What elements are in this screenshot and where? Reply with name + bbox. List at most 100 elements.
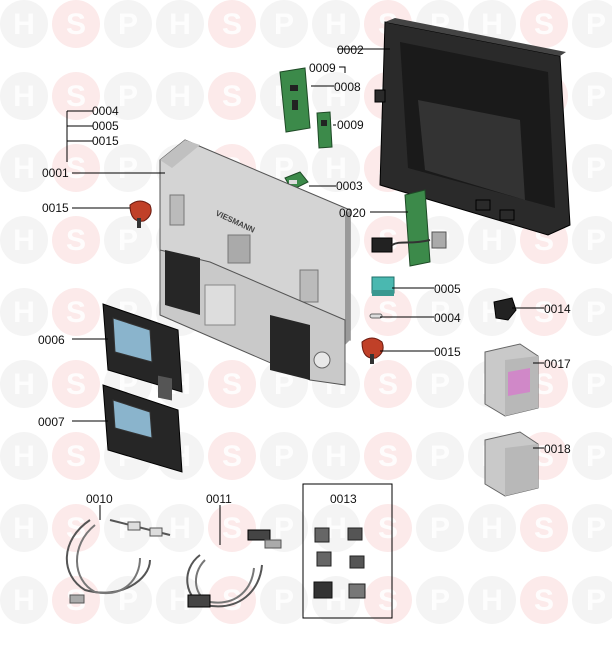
watermark-circle [260, 0, 308, 48]
watermark-circle [312, 72, 360, 120]
callout-0013[interactable]: 0013 [330, 492, 357, 506]
callout-0009[interactable]: 0009 [337, 118, 364, 132]
watermark-letter: S [534, 512, 554, 545]
part-0010-cable-harness[interactable] [65, 519, 171, 604]
callout-0014[interactable]: 0014 [544, 302, 571, 316]
watermark-letter: P [586, 8, 606, 41]
callout-0002[interactable]: 0002 [337, 43, 364, 57]
watermark-circle [468, 216, 516, 264]
watermark-letter: H [325, 512, 347, 545]
part-0020-pcb-cable[interactable] [371, 189, 447, 267]
watermark-letter: P [430, 368, 450, 401]
callout-0017[interactable]: 0017 [544, 357, 571, 371]
watermark-letter: S [66, 152, 86, 185]
part-0015-clamp-left[interactable] [129, 200, 152, 228]
watermark-letter: H [13, 224, 35, 257]
watermark-letter: S [66, 80, 86, 113]
part-0002-back-cover[interactable] [374, 18, 571, 236]
callout-0006[interactable]: 0006 [38, 333, 65, 347]
callout-0005-group[interactable]: 0005 [92, 119, 119, 133]
watermark-letter: H [325, 80, 347, 113]
callout-0007[interactable]: 0007 [38, 415, 65, 429]
callout-0005[interactable]: 0005 [434, 282, 461, 296]
part-0006-control-panel[interactable] [102, 303, 183, 401]
part-0013-connector-set[interactable] [302, 483, 393, 619]
watermark-letter: S [66, 224, 86, 257]
callout-0004-group[interactable]: 0004 [92, 104, 119, 118]
watermark-letter: P [586, 296, 606, 329]
watermark-letter: S [66, 296, 86, 329]
watermark-letter: S [222, 8, 242, 41]
watermark-circle [468, 576, 516, 624]
watermark-circle [52, 504, 100, 552]
watermark-circle [104, 144, 152, 192]
callout-0020[interactable]: 0020 [339, 206, 366, 220]
watermark-letter: S [378, 296, 398, 329]
watermark-letter: P [586, 440, 606, 473]
watermark-letter: H [169, 512, 191, 545]
watermark-letter: S [66, 368, 86, 401]
part-0007-control-panel[interactable] [102, 384, 183, 473]
callout-0015-right[interactable]: 0015 [434, 345, 461, 359]
leader-lines [66, 48, 544, 545]
watermark-letter: S [222, 512, 242, 545]
watermark-circle [364, 360, 412, 408]
watermark-circle [52, 360, 100, 408]
watermark-circle [364, 504, 412, 552]
part-0001-lower-bracket[interactable] [159, 249, 346, 386]
watermark-letter: P [274, 368, 294, 401]
watermark-circle [416, 288, 464, 336]
callout-0015-left[interactable]: 0015 [42, 201, 69, 215]
watermark-letter: H [325, 152, 347, 185]
callout-0010[interactable]: 0010 [86, 492, 113, 506]
part-0018-module[interactable] [484, 431, 539, 497]
callout-0009-secondary[interactable]: 0009 [309, 61, 336, 75]
watermark-letter: P [274, 512, 294, 545]
part-0011-cable-harness[interactable] [186, 529, 282, 608]
callout-0001[interactable]: 0001 [42, 166, 69, 180]
part-0015-clamp-right[interactable] [361, 337, 384, 364]
watermark-circle [52, 288, 100, 336]
callout-0003[interactable]: 0003 [336, 179, 363, 193]
watermark-circle [572, 288, 612, 336]
watermark-letter: P [430, 440, 450, 473]
watermark-letter: P [118, 80, 138, 113]
watermark-letter: H [169, 80, 191, 113]
watermark-circle [572, 576, 612, 624]
callout-0008[interactable]: 0008 [334, 80, 361, 94]
watermark-circle [364, 288, 412, 336]
watermark-letter: P [118, 8, 138, 41]
watermark-letter: P [430, 296, 450, 329]
part-0008-pcb[interactable] [279, 67, 311, 133]
callout-0018[interactable]: 0018 [544, 442, 571, 456]
watermark-circle [52, 216, 100, 264]
watermark-letter: H [481, 584, 503, 617]
watermark-letter: S [66, 512, 86, 545]
part-0005-connector[interactable] [371, 276, 395, 296]
watermark-letter: S [378, 368, 398, 401]
part-0017-module[interactable] [484, 343, 539, 417]
part-0014-clip[interactable] [493, 297, 517, 321]
part-0009-pcb[interactable] [316, 111, 333, 149]
watermark-letter: S [222, 440, 242, 473]
watermark-circle [572, 0, 612, 48]
callout-0004[interactable]: 0004 [434, 311, 461, 325]
callout-0015-group[interactable]: 0015 [92, 134, 119, 148]
watermark-letter: S [534, 8, 554, 41]
watermark-letter: H [325, 440, 347, 473]
watermark-letter: H [13, 368, 35, 401]
watermark-letter: H [481, 512, 503, 545]
watermark-letter: P [586, 152, 606, 185]
watermark-circle [572, 216, 612, 264]
watermark-circle [52, 72, 100, 120]
part-0001-main-housing[interactable]: VIESMANN [159, 139, 351, 345]
watermark-letter: P [118, 584, 138, 617]
watermark-circle [156, 72, 204, 120]
part-0004-fuse[interactable] [369, 313, 383, 319]
watermark-circle [52, 432, 100, 480]
callout-0011[interactable]: 0011 [206, 492, 232, 506]
watermark-circle [104, 576, 152, 624]
watermark-circle [572, 432, 612, 480]
